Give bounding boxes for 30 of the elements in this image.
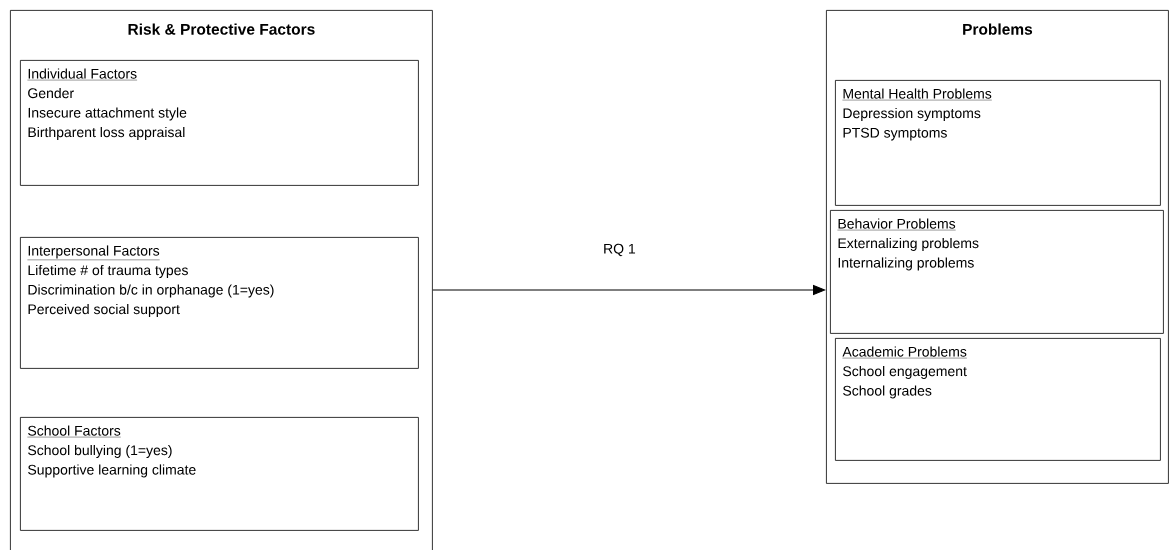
factor-item: Birthparent loss appraisal — [28, 126, 185, 140]
factor-item: Discrimination b/c in orphanage (1=yes) — [28, 284, 274, 298]
group-heading: Academic Problems — [842, 346, 968, 359]
factor-item: Insecure attachment style — [28, 107, 187, 121]
factor-box — [20, 60, 419, 186]
factor-item: School grades — [843, 385, 932, 399]
factor-box — [835, 338, 1161, 461]
factor-box — [830, 210, 1164, 334]
factor-item: Depression symptoms — [843, 107, 981, 121]
factor-item: School bullying (1=yes) — [28, 444, 172, 458]
factor-item: Internalizing problems — [838, 257, 974, 271]
factor-box — [20, 237, 419, 369]
factor-box — [835, 80, 1161, 206]
group-heading: Behavior Problems — [837, 218, 956, 231]
group-heading: School Factors — [27, 425, 121, 438]
heading: Risk & Protective Factors — [128, 23, 315, 35]
factor-item: PTSD symptoms — [843, 127, 947, 141]
factor-item: Supportive learning climate — [28, 464, 196, 478]
group-heading: Individual Factors — [27, 68, 138, 81]
factor-item: Gender — [28, 87, 74, 99]
factor-box — [20, 417, 419, 531]
factor-item: School engagement — [843, 365, 967, 379]
arrow — [432, 285, 826, 295]
factor-item: Lifetime # of trauma types — [28, 264, 188, 278]
edge-label: RQ 1 — [604, 243, 636, 257]
group-heading: Interpersonal Factors — [27, 245, 160, 261]
group-heading: Mental Health Problems — [842, 88, 992, 101]
factor-item: Externalizing problems — [838, 237, 979, 251]
heading: Problems — [963, 23, 1033, 35]
factor-item: Perceived social support — [28, 303, 180, 317]
